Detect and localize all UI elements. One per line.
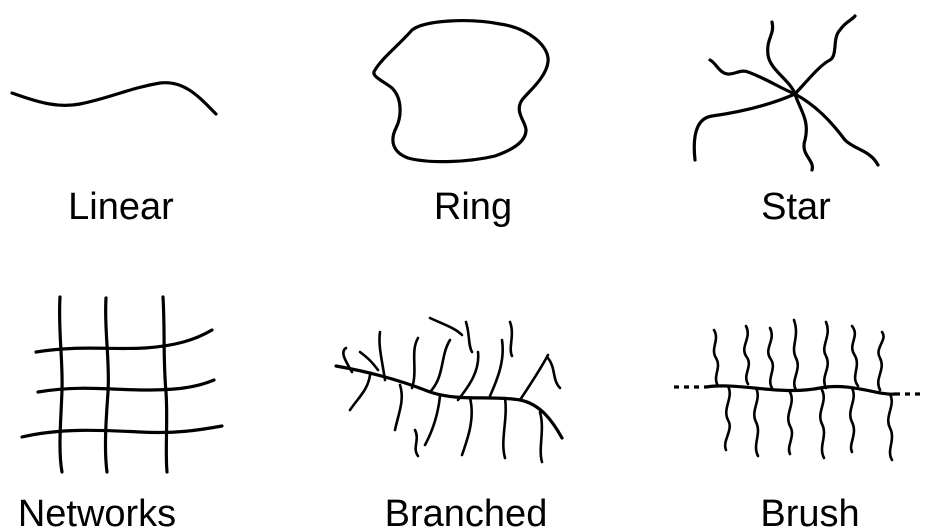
branched-polymer-figure — [336, 318, 562, 462]
ring-polymer-figure — [374, 21, 548, 162]
star-polymer-figure — [694, 16, 878, 170]
brush-polymer-figure — [674, 320, 924, 460]
networks-label: Networks — [18, 493, 176, 531]
star-label: Star — [761, 186, 831, 228]
linear-polymer-figure — [12, 83, 216, 114]
networks-polymer-figure — [22, 297, 222, 472]
branched-label: Branched — [385, 493, 548, 531]
ring-label: Ring — [434, 186, 512, 228]
brush-label: Brush — [760, 493, 859, 531]
linear-label: Linear — [68, 186, 174, 228]
